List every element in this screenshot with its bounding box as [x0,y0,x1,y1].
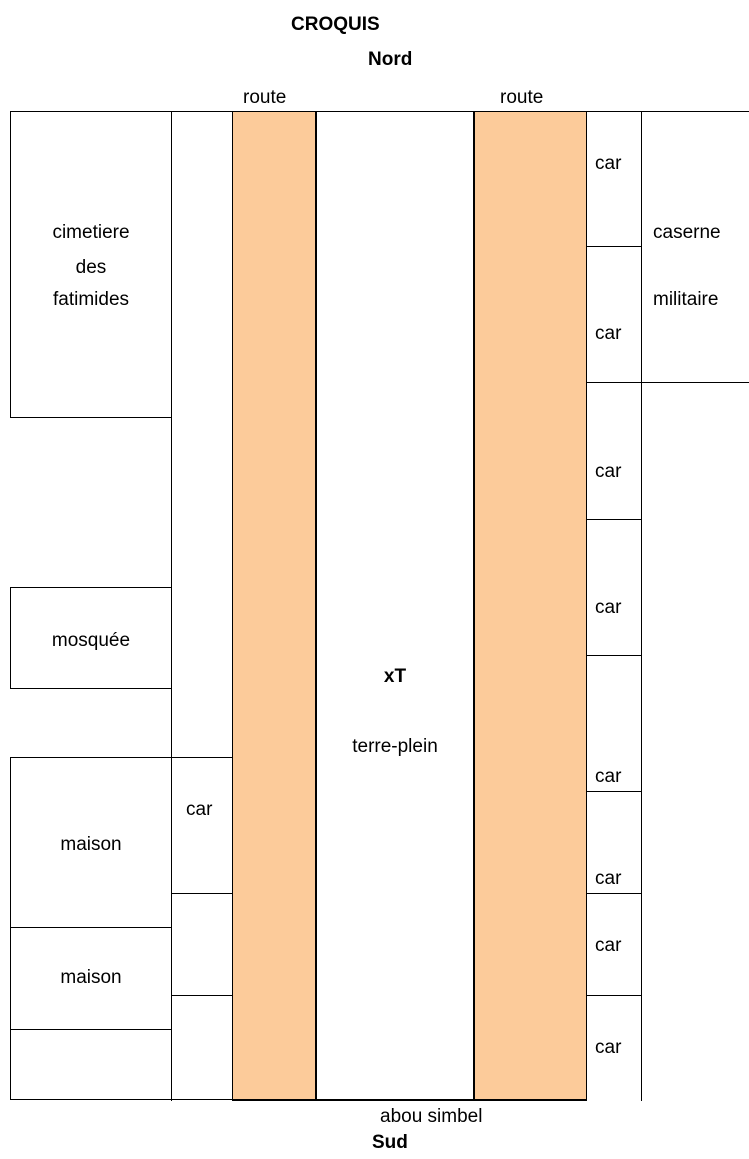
right-road-label: route [500,87,544,108]
barracks-label-line2: militaire [653,289,719,310]
right-car-label-8: car [595,1037,622,1058]
right-spot-divider-4 [587,655,642,656]
left-car-spot-3 [171,995,233,1100]
cemetery-label-line3: fatimides [52,289,130,310]
left-road-label: route [243,87,287,108]
right-car-label-4: car [595,597,622,618]
right-spot-divider-2 [587,382,642,383]
house-label-1: maison [60,834,122,855]
right-car-label-1: car [595,153,622,174]
mosque-label: mosquée [51,630,131,651]
house-label-2: maison [60,967,122,988]
top-boundary-line [10,111,749,112]
left-road [232,111,316,1101]
right-spot-divider-3 [587,519,642,520]
cemetery-block [10,111,172,418]
median-marker: xT [383,666,407,687]
empty-lot-block [10,1029,172,1100]
right-road [474,111,587,1101]
left-car-spot-2 [171,893,233,996]
cemetery-label-line2: des [75,257,107,278]
right-spot-divider-6 [587,893,642,894]
barracks-label-line1: caserne [653,222,721,243]
median-label: terre-plein [352,736,438,757]
south-label: Sud [372,1132,408,1153]
barracks-bottom-line [641,382,749,383]
right-parking-edge [641,111,642,1101]
median-strip [316,111,474,1101]
right-car-label-3: car [595,461,622,482]
right-spot-divider-7 [587,995,642,996]
left-car-spot-1 [171,757,233,894]
left-car-label-1: car [186,799,213,820]
cemetery-label-line1: cimetiere [52,222,130,243]
right-spot-divider-1 [587,246,642,247]
right-car-label-5: car [595,766,622,787]
right-car-label-6: car [595,868,622,889]
north-label: Nord [368,49,413,70]
mosque-block [10,587,172,689]
right-spot-divider-5 [587,791,642,792]
street-name-label: abou simbel [380,1106,483,1127]
bottom-boundary-line [10,1099,587,1100]
diagram-title: CROQUIS [291,14,380,35]
right-car-label-2: car [595,323,622,344]
right-car-label-7: car [595,935,622,956]
